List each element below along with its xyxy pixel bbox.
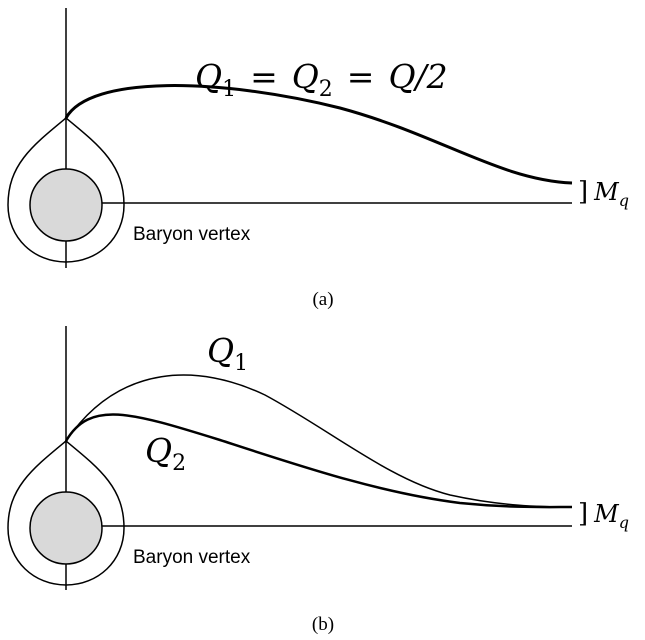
panel-a: Q1=Q2=Q/2 ]Mq Baryon vertex (a) [7,8,629,310]
string-curve-a [64,84,573,185]
mass-label-b: ]Mq [578,499,629,532]
mass-label-a: ]Mq [578,177,629,210]
baryon-vertex-disk-a [29,168,103,242]
panel-b: Q1 Q2 ]Mq Baryon vertex (b) [7,326,629,635]
charge-equation-label: Q1=Q2=Q/2 [195,57,448,102]
baryon-vertex-label-a: Baryon vertex [133,224,251,245]
string-curve-q1 [65,374,573,508]
baryon-vertex-label-b: Baryon vertex [133,547,251,568]
string-curve-q2 [64,413,573,509]
vertex-drop-outline-b [7,440,125,586]
caption-a: (a) [312,289,333,310]
q2-label: Q2 [145,431,186,476]
q1-label: Q1 [207,331,248,376]
caption-b: (b) [312,614,334,635]
vertex-drop-outline-a [7,117,125,263]
baryon-vertex-disk-b [29,491,103,565]
